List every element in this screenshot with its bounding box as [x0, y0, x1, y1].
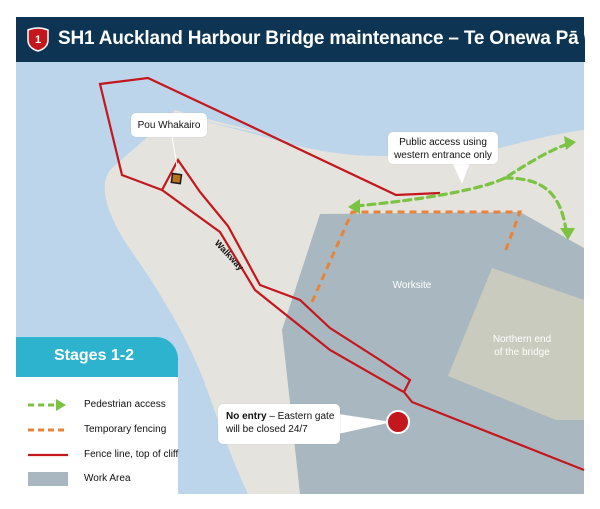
- legend-label-fence-line: Fence line, top of cliff: [84, 449, 179, 460]
- legend-heading: Stages 1-2: [54, 347, 135, 364]
- public-access-line1: Public access using: [399, 137, 487, 148]
- public-access-line2: western entrance only: [394, 150, 492, 161]
- grey-swatch-icon: [28, 472, 68, 486]
- legend-heading-bar: Stages 1-2: [16, 337, 178, 377]
- route-number: 1: [35, 34, 41, 46]
- legend-item-temporary-fencing: Temporary fencing: [26, 422, 186, 438]
- pedestrian-arrowhead-west: [348, 199, 360, 214]
- northern-end-line2: of the bridge: [494, 347, 550, 358]
- legend-item-work-area: Work Area: [26, 471, 186, 487]
- state-highway-shield-icon: 1: [27, 27, 49, 52]
- page-title: SH1 Auckland Harbour Bridge maintenance …: [58, 28, 579, 49]
- no-entry-line2: will be closed 24/7: [226, 424, 308, 435]
- no-entry-rest: – Eastern gate: [266, 411, 335, 422]
- pou-whakairo-marker: [170, 172, 183, 185]
- legend-label-pedestrian-access: Pedestrian access: [84, 399, 166, 410]
- pedestrian-arrowhead-east: [564, 136, 576, 150]
- northern-end-line1: Northern end: [492, 334, 552, 345]
- legend-item-pedestrian-access: Pedestrian access: [26, 397, 186, 413]
- public-access-callout: Public access using western entrance onl…: [388, 132, 498, 164]
- pou-whakairo-label: Pou Whakairo: [137, 120, 201, 131]
- pou-whakairo-callout: Pou Whakairo: [131, 113, 207, 137]
- legend-item-fence-line: Fence line, top of cliff: [26, 447, 186, 463]
- orange-dashed-line-icon: [28, 428, 68, 432]
- no-entry-bold: No entry: [226, 411, 267, 422]
- pedestrian-arrowhead-south: [560, 228, 575, 240]
- public-access-pointer: [452, 162, 470, 184]
- green-dashed-arrow-icon: [28, 399, 66, 411]
- worksite-label: Worksite: [392, 280, 432, 291]
- red-line-icon: [28, 453, 68, 457]
- fence-line: [98, 76, 585, 472]
- legend-label-temporary-fencing: Temporary fencing: [84, 424, 167, 435]
- water-top-left: [16, 60, 80, 90]
- no-entry-line1: No entry – Eastern gate: [218, 404, 340, 423]
- title-bar: [16, 17, 585, 62]
- no-entry-marker: [386, 410, 410, 434]
- temporary-fencing: [310, 210, 523, 303]
- legend: Pedestrian access Temporary fencing Fenc…: [16, 377, 178, 494]
- no-entry-callout: No entry – Eastern gate will be closed 2…: [218, 404, 340, 444]
- no-entry-pointer: [338, 414, 392, 434]
- bridge-end: [448, 268, 584, 420]
- legend-label-work-area: Work Area: [84, 473, 131, 484]
- water-top: [210, 60, 584, 156]
- pou-whakairo-pointer: [171, 136, 179, 173]
- northern-end-label: Northern end of the bridge: [480, 333, 564, 359]
- pedestrian-access: [354, 142, 570, 232]
